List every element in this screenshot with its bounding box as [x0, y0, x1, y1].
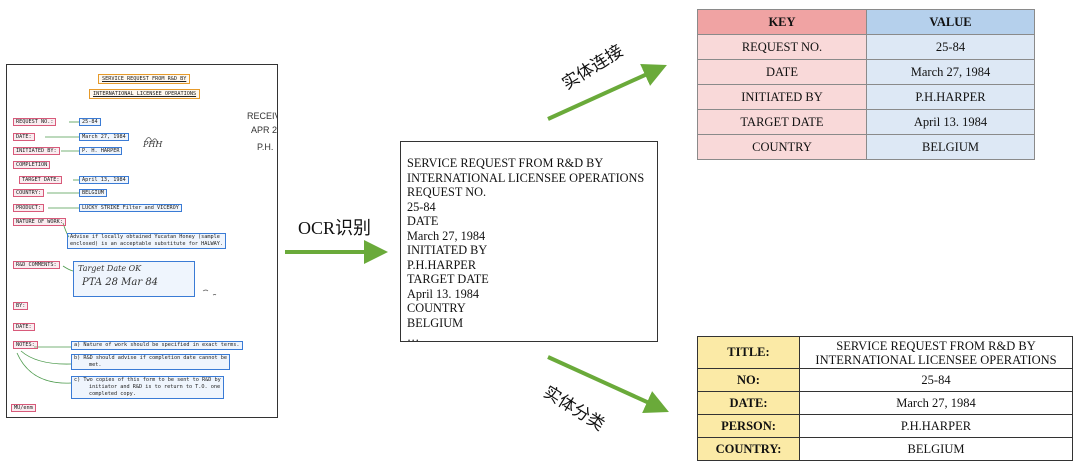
note-a: a) Nature of work should be specified in… — [71, 341, 243, 350]
initials-signature: PHH — [143, 140, 163, 149]
value-cell: 25-84 — [866, 34, 1035, 60]
table-row: INITIATED BY P.H.HARPER — [697, 84, 1035, 110]
note-line: b) R&D should advise if completion date … — [74, 355, 228, 361]
note-c: c) Two copies of this form to be sent to… — [71, 376, 224, 399]
handwritten-comment: Target Date OK — [78, 264, 142, 273]
table-row: REQUEST NO. 25-84 — [697, 34, 1035, 60]
ocr-line: INTERNATIONAL LICENSEE OPERATIONS — [407, 170, 645, 185]
field-value: P. H. HARPER — [79, 147, 123, 155]
entity-link-label: 实体连接 — [558, 41, 627, 94]
value-cell: April 13. 1984 — [866, 109, 1035, 135]
entity-classification-table: TITLE: SERVICE REQUEST FROM R&D BY INTER… — [697, 336, 1073, 461]
key-cell: INITIATED BY — [697, 84, 867, 110]
ocr-line: COUNTRY — [407, 301, 466, 315]
note-b: b) R&D should advise if completion date … — [71, 354, 231, 370]
entity-classify-label: 实体分类 — [540, 382, 609, 435]
table-row: TARGET DATE April 13. 1984 — [697, 109, 1035, 135]
ocr-line: … — [407, 330, 420, 342]
field-value: April 13, 1984 — [79, 176, 129, 184]
key-cell: COUNTRY — [697, 134, 867, 160]
received-stamp-line2: APR 2 — [251, 125, 278, 135]
scanned-document: SERVICE REQUEST FROM R&D BY INTERNATIONA… — [6, 64, 278, 418]
entity-value-cell: BELGIUM — [799, 437, 1073, 461]
field-value: March 27, 1984 — [79, 133, 129, 141]
key-cell: REQUEST NO. — [697, 34, 867, 60]
entity-value-cell: SERVICE REQUEST FROM R&D BY INTERNATIONA… — [799, 336, 1073, 369]
table-row: NO: 25-84 — [697, 368, 1073, 392]
table-row: DATE: March 27, 1984 — [697, 391, 1073, 415]
title-line: SERVICE REQUEST FROM R&D BY — [836, 338, 1036, 353]
ocr-line: REQUEST NO. — [407, 185, 487, 199]
ocr-step-label: OCR识别 — [298, 218, 372, 238]
table-row: PERSON: P.H.HARPER — [697, 414, 1073, 438]
table-row: DATE March 27, 1984 — [697, 59, 1035, 85]
nature-of-work-text: Advise if locally obtained Yucatan Honey… — [67, 233, 227, 249]
value-cell: March 27, 1984 — [866, 59, 1035, 85]
document-link-lines — [16, 121, 217, 384]
ocr-line: March 27, 1984 — [407, 228, 486, 243]
table-header-row: KEY VALUE — [697, 9, 1035, 35]
field-label: COMPLETION — [13, 161, 51, 169]
title-line: INTERNATIONAL LICENSEE OPERATIONS — [815, 352, 1057, 367]
entity-value-cell: P.H.HARPER — [799, 414, 1073, 438]
field-label: DATE: — [13, 133, 35, 141]
field-label: COUNTRY: — [13, 189, 44, 197]
key-cell: TARGET DATE — [697, 109, 867, 135]
document-title-line2: INTERNATIONAL LICENSEE OPERATIONS — [89, 89, 201, 99]
field-value: 25-84 — [79, 118, 101, 126]
entity-value-cell: 25-84 — [799, 368, 1073, 392]
entity-key-cell: COUNTRY: — [697, 437, 800, 461]
field-value: LUCKY STRIKE Filter and VICEROY — [79, 204, 182, 212]
ocr-output-box: SERVICE REQUEST FROM R&D BY INTERNATIONA… — [400, 141, 658, 342]
ocr-line: P.H.HARPER — [407, 257, 477, 272]
entity-key-cell: DATE: — [697, 391, 800, 415]
nature-line: enclosed) is an acceptable substitute fo… — [70, 241, 224, 247]
entity-key-cell: NO: — [697, 368, 800, 392]
field-label: DATE: — [13, 323, 35, 331]
note-line: a) Nature of work should be specified in… — [74, 342, 240, 348]
entity-key-cell: TITLE: — [697, 336, 800, 369]
document-title-line1: SERVICE REQUEST FROM R&D BY — [98, 74, 191, 84]
note-line: met. — [89, 362, 102, 368]
field-label: R&D COMMENTS: — [13, 261, 60, 269]
value-cell: BELGIUM — [866, 134, 1035, 160]
field-value: BELGIUM — [79, 189, 107, 197]
note-line: initiator and R&D is to return to T.O. o… — [89, 384, 221, 390]
table-row: COUNTRY BELGIUM — [697, 134, 1035, 160]
value-column-header: VALUE — [866, 9, 1035, 35]
entity-value-cell: March 27, 1984 — [799, 391, 1073, 415]
note-line: c) Two copies of this form to be sent to… — [74, 377, 221, 383]
entity-key-cell: PERSON: — [697, 414, 800, 438]
table-row: COUNTRY: BELGIUM — [697, 437, 1073, 461]
table-row: TITLE: SERVICE REQUEST FROM R&D BY INTER… — [697, 336, 1073, 369]
field-label: PRODUCT: — [13, 204, 44, 212]
ocr-line: TARGET DATE — [407, 272, 489, 286]
nature-line: Advise if locally obtained Yucatan Honey… — [70, 234, 220, 240]
field-label: REQUEST NO.: — [13, 118, 57, 126]
handwritten-comment-box: Target Date OK PTA 28 Mar 84 — [73, 261, 195, 297]
ocr-line: 25-84 — [407, 199, 436, 214]
ocr-line: DATE — [407, 214, 439, 228]
received-stamp-line3: P.H. — [257, 142, 274, 152]
ocr-line: SERVICE REQUEST FROM R&D BY — [407, 156, 604, 170]
key-cell: DATE — [697, 59, 867, 85]
field-label: NATURE OF WORK: — [13, 218, 66, 226]
received-stamp-line1: RECEIV — [247, 111, 278, 121]
field-label: INITIATED BY: — [13, 147, 60, 155]
field-label: TARGET DATE: — [19, 176, 63, 184]
value-cell: P.H.HARPER — [866, 84, 1035, 110]
ocr-line: BELGIUM — [407, 315, 464, 330]
key-column-header: KEY — [697, 9, 867, 35]
note-line: completed copy. — [89, 391, 136, 397]
document-footer: MU/enm — [11, 404, 36, 412]
ocr-line: April 13. 1984 — [407, 286, 480, 301]
key-value-table: KEY VALUE REQUEST NO. 25-84 DATE March 2… — [697, 9, 1035, 160]
ocr-line: INITIATED BY — [407, 243, 488, 257]
handwritten-initials: PTA 28 Mar 84 — [82, 277, 159, 288]
field-label: BY: — [13, 302, 29, 310]
field-label: NOTES: — [13, 341, 38, 349]
